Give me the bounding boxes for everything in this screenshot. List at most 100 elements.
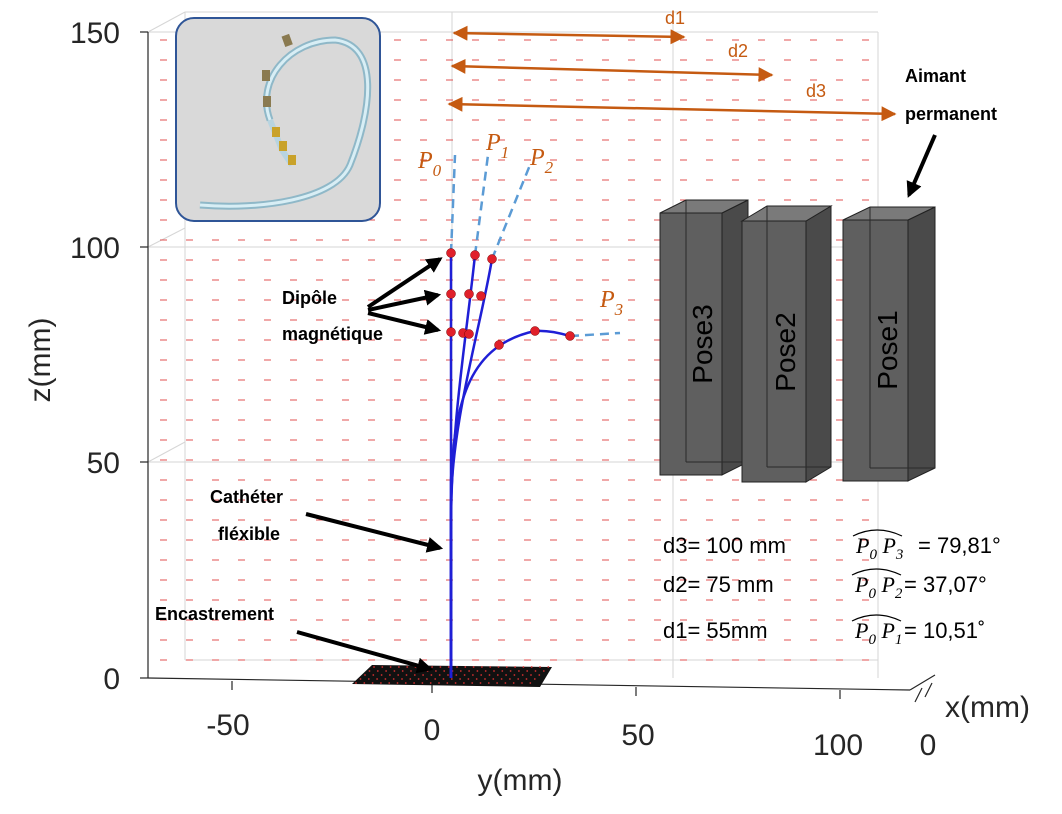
base-node xyxy=(529,682,532,684)
base-node xyxy=(418,670,421,672)
base-node xyxy=(513,674,516,676)
base-node xyxy=(488,674,491,676)
label-p3: P3 xyxy=(599,287,623,319)
base-node xyxy=(468,670,470,672)
base-node xyxy=(514,666,516,668)
base-node xyxy=(422,674,424,676)
point-labels: P0 P1 P2 P3 xyxy=(417,130,623,319)
base-node xyxy=(456,666,458,668)
label-d1: d1 xyxy=(665,8,685,28)
base-node xyxy=(484,678,486,680)
pose3-label: Pose3 xyxy=(687,304,718,383)
x-axis-label: x(mm) xyxy=(945,691,1030,724)
magnet-pose1: Pose1 xyxy=(842,206,936,482)
z-tick: 100 xyxy=(70,232,120,265)
base-node xyxy=(389,666,392,668)
base-node xyxy=(442,678,445,680)
catheter-curves xyxy=(449,253,571,678)
z-axis-ticks: 150 100 50 0 xyxy=(70,17,120,696)
base-node xyxy=(493,670,495,672)
base-node xyxy=(404,682,407,684)
base-node xyxy=(525,678,528,680)
angle-hat xyxy=(851,614,902,622)
extension-p3 xyxy=(569,331,621,338)
base-node xyxy=(517,678,520,680)
dipole-point xyxy=(530,326,540,336)
base-node xyxy=(492,678,495,680)
base-node xyxy=(533,678,536,680)
pose2-label: Pose2 xyxy=(770,312,801,391)
result-d1-value: = 10,51˚ xyxy=(904,618,985,643)
result-d2: d2= 75 mm P0 P2 = 37,07° xyxy=(663,568,987,602)
base-node xyxy=(355,682,357,684)
base-node xyxy=(439,666,442,668)
base-node xyxy=(447,674,449,676)
magnet-arrow xyxy=(906,134,937,198)
base-node xyxy=(521,682,523,684)
base-node xyxy=(380,674,383,676)
dipole-points xyxy=(446,248,575,350)
extension-p1 xyxy=(473,154,490,256)
result-d2-value: = 37,07° xyxy=(904,572,987,597)
label-p1: P1 xyxy=(485,130,509,162)
base-node xyxy=(521,674,524,676)
base-node xyxy=(376,678,378,680)
base-node xyxy=(497,666,500,668)
z-tick: 0 xyxy=(103,663,120,696)
result-d3-value: = 79,81° xyxy=(918,533,1001,558)
z-tick: 150 xyxy=(70,17,120,50)
base-node xyxy=(496,682,498,684)
base-node xyxy=(487,682,490,684)
result-d2-distance: d2= 75 mm xyxy=(663,572,774,597)
base-node xyxy=(364,674,366,676)
base-node xyxy=(389,674,391,676)
base-node xyxy=(363,682,366,684)
base-node xyxy=(505,674,507,676)
base-node xyxy=(393,670,396,672)
angle-hat xyxy=(852,529,903,537)
base-node xyxy=(472,674,474,676)
catheter-photo-inset xyxy=(175,17,381,222)
base-node xyxy=(434,678,437,680)
base-node xyxy=(446,682,449,684)
dipole-annotation: magnétique xyxy=(282,324,383,344)
dipole-point xyxy=(446,248,456,258)
arrow-d1 xyxy=(452,25,686,45)
label-p2: P2 xyxy=(529,145,554,177)
base-node xyxy=(401,670,404,672)
result-d3-angle: P0 P3 xyxy=(855,533,903,563)
dipole-point xyxy=(487,254,497,264)
base-node xyxy=(388,682,391,684)
base-node xyxy=(512,682,515,684)
clamp-annotation: Encastrement xyxy=(155,604,274,624)
base-node xyxy=(429,682,432,684)
magnet-pose2: Pose2 xyxy=(740,205,833,483)
annotations: Aimant permanent Dipôle magnétique Cathé… xyxy=(155,66,997,674)
base-node xyxy=(406,666,409,668)
base-node xyxy=(526,670,529,672)
base-node xyxy=(459,670,462,672)
catheter-p1 xyxy=(449,254,477,678)
base-node xyxy=(467,678,470,680)
base-node xyxy=(410,670,412,672)
y-tick: 100 xyxy=(813,729,863,762)
dipole-point xyxy=(464,289,474,299)
base-node xyxy=(496,674,499,676)
dipole-arrow xyxy=(367,289,442,312)
base-node xyxy=(455,674,458,676)
extension-p0 xyxy=(449,154,457,254)
base-node xyxy=(484,670,487,672)
base-node xyxy=(471,682,474,684)
base-node xyxy=(489,666,492,668)
base-node xyxy=(359,678,362,680)
base-node xyxy=(381,666,384,668)
label-d2: d2 xyxy=(728,41,748,61)
arrow-d2 xyxy=(450,58,774,83)
y-tick: 50 xyxy=(621,719,654,752)
base-node xyxy=(518,670,520,672)
base-node xyxy=(542,670,545,672)
magnet-annotation: Aimant xyxy=(905,66,966,86)
catheter-annotation: fléxible xyxy=(218,524,280,544)
base-node xyxy=(500,678,503,680)
base-node xyxy=(504,682,507,684)
